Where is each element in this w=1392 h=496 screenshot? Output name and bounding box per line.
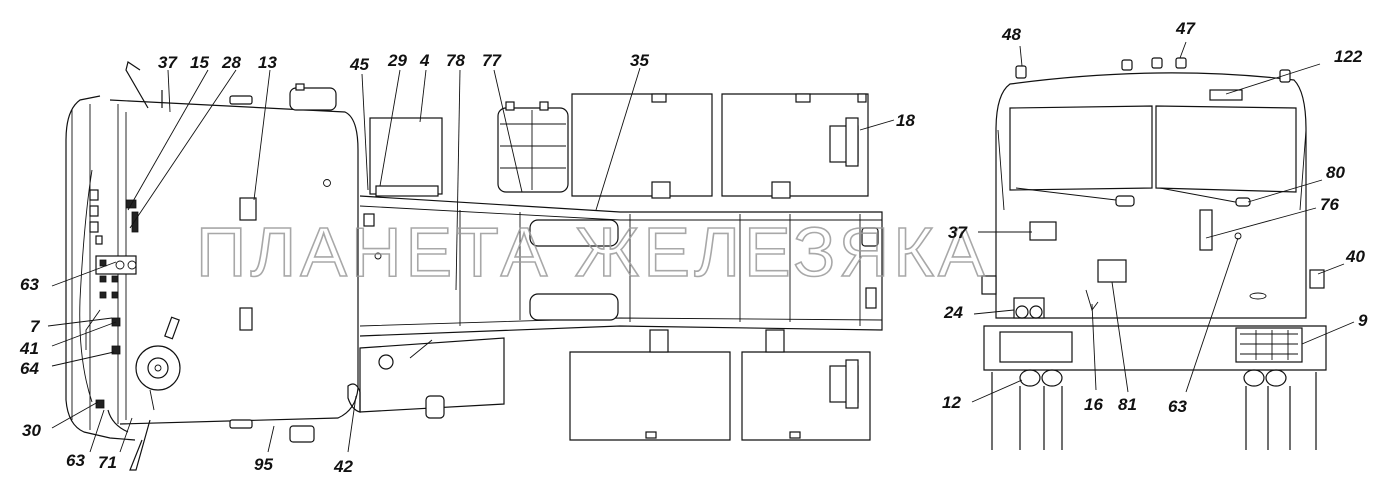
callout-label: 37 xyxy=(158,53,178,72)
callout-label: 37 xyxy=(948,223,968,242)
callout-label: 18 xyxy=(896,111,915,130)
callout-label: 12 xyxy=(942,393,961,412)
callout-label: 42 xyxy=(333,457,353,476)
callout-label: 28 xyxy=(221,53,241,72)
callout-label: 95 xyxy=(254,455,273,474)
callout-label: 7 xyxy=(30,317,41,336)
callout-label: 9 xyxy=(1358,311,1368,330)
callout-label: 4 xyxy=(419,51,430,70)
chassis-top-view xyxy=(347,93,883,441)
callout-label: 13 xyxy=(258,53,277,72)
callout-label: 29 xyxy=(387,51,407,70)
callout-label: 41 xyxy=(19,339,39,358)
callout-label: 15 xyxy=(190,53,209,72)
callout-label: 78 xyxy=(446,51,465,70)
callout-label: 77 xyxy=(482,51,502,70)
callout-label: 30 xyxy=(22,421,41,440)
cab-front-view xyxy=(981,57,1327,450)
callout-label: 47 xyxy=(1175,19,1196,38)
callout-label: 76 xyxy=(1320,195,1339,214)
leader-lines xyxy=(47,41,1355,453)
callout-label: 63 xyxy=(20,275,39,294)
cab-top-view xyxy=(65,61,359,471)
callout-label: 24 xyxy=(943,303,963,322)
callout-label: 16 xyxy=(1084,395,1103,414)
callout-label: 122 xyxy=(1334,47,1363,66)
callout-label: 35 xyxy=(630,51,649,70)
callout-label: 80 xyxy=(1326,163,1345,182)
callouts-front-view: 48 47 122 80 76 37 40 24 9 12 16 81 63 xyxy=(942,19,1368,416)
watermark-text: ПЛАНЕТА ЖЕЛЕЗЯКА xyxy=(196,213,989,291)
callout-label: 63 xyxy=(66,451,85,470)
callout-label: 48 xyxy=(1001,25,1021,44)
callouts-top-view: 37 15 28 13 45 29 4 78 77 35 18 63 7 41 … xyxy=(19,51,915,476)
callout-label: 64 xyxy=(20,359,39,378)
callout-label: 45 xyxy=(349,55,369,74)
callout-label: 81 xyxy=(1118,395,1137,414)
callout-label: 40 xyxy=(1345,247,1365,266)
callout-label: 63 xyxy=(1168,397,1187,416)
callout-label: 71 xyxy=(98,453,117,472)
